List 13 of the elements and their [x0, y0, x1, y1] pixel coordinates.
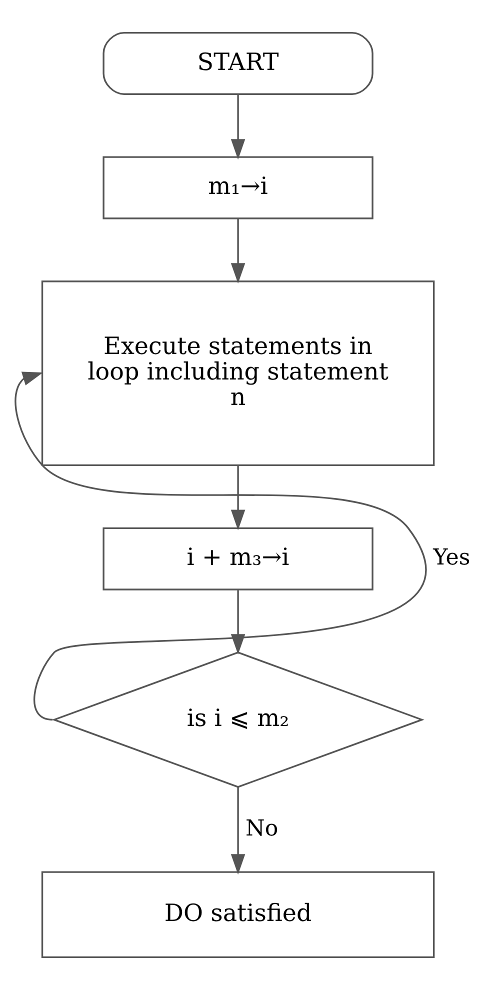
arrow [230, 94, 246, 160]
arrow [230, 465, 246, 530]
node-diamond: is i ⩽ m₂ [52, 651, 424, 788]
arrow [14, 371, 426, 720]
node-box: START [102, 31, 374, 94]
node-box: i + m₃→i [102, 526, 374, 590]
node-box: m₁→i [102, 156, 374, 219]
edge-label: No [246, 814, 278, 841]
node-box: DO satisfied [41, 870, 435, 958]
arrow [230, 786, 246, 874]
edge-label: Yes [433, 544, 470, 570]
arrow [230, 218, 246, 284]
node-box: Execute statements in loop including statement n [41, 280, 435, 466]
